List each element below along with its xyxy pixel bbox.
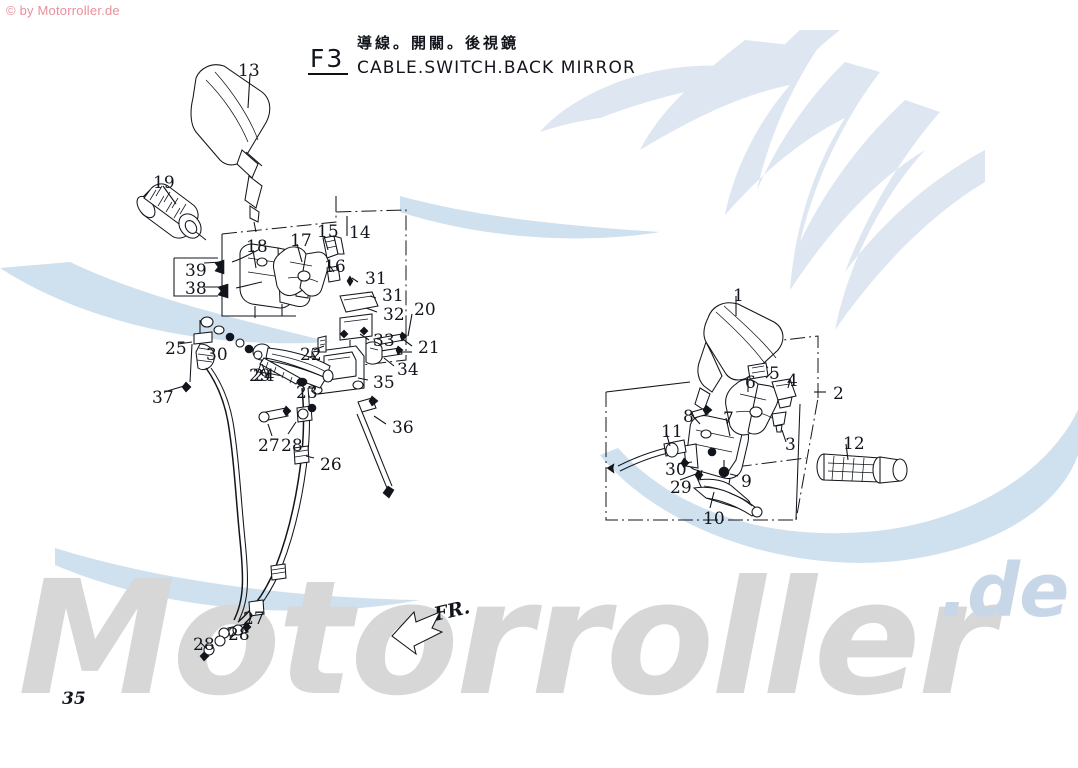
part-5-connector [747,362,769,380]
callout-number-7: 7 [723,409,734,429]
callout-number-5: 5 [769,364,780,384]
callout-number-6: 6 [745,373,756,393]
callout-number-27: 27 [243,609,265,629]
figure-title-english: CABLE.SWITCH.BACK MIRROR [357,58,636,78]
figure-code: F3 [308,45,349,76]
callout-number-35: 35 [373,373,395,393]
callout-number-9: 9 [741,472,752,492]
part-8-screw [691,404,713,425]
part-banjo-fittings-upper [258,403,317,423]
part-right-mirror [694,302,784,425]
callout-number-26: 26 [320,455,342,475]
callout-number-31: 31 [365,269,387,289]
callout-number-18: 18 [246,237,268,257]
part-16-clip [326,265,341,283]
part-9-screw [718,460,730,478]
callout-number-14: 14 [349,223,371,243]
callout-number-28: 28 [193,635,215,655]
callout-number-24: 24 [253,366,275,386]
part-brake-light-switch [356,395,395,499]
figure-title-chinese: 導線。開關。後視鏡 [357,34,520,52]
callout-number-27: 27 [258,436,280,456]
part-reservoir-assembly [339,275,379,352]
callout-number-34: 34 [397,360,419,380]
callout-number-11: 11 [661,422,683,442]
callout-number-29: 29 [670,478,692,498]
callout-number-30: 30 [206,345,228,365]
callout-number-22: 22 [300,345,322,365]
callout-number-16: 16 [324,257,346,277]
callout-number-37: 37 [152,388,174,408]
callout-number-23: 23 [296,383,318,403]
part-left-switch-lever [272,246,329,297]
callout-number-31: 31 [382,286,404,306]
callout-number-20: 20 [414,300,436,320]
callout-number-25: 25 [165,339,187,359]
callout-number-19: 19 [153,173,175,193]
part-left-grip [136,183,207,241]
part-6-switch-body [725,378,779,436]
part-right-brake-lever [692,478,763,518]
part-banjo-fittings-lower [199,621,252,662]
part-throttle-cable [181,320,249,621]
callout-number-3: 3 [785,435,796,455]
part-right-switch-housing [683,415,749,491]
callout-number-10: 10 [703,509,725,529]
callout-number-1: 1 [733,286,744,306]
leader-lines [162,73,849,649]
callout-number-13: 13 [238,61,260,81]
part-3-button [771,411,787,433]
callout-number-17: 17 [290,231,312,251]
copyright-notice: © by Motorroller.de [6,3,120,18]
front-direction-arrow [391,610,444,656]
part-4-switch-knob [771,378,797,409]
callout-number-28: 28 [228,625,250,645]
callout-number-28: 28 [281,436,303,456]
callout-number-33: 33 [373,331,395,351]
page-number: 35 [62,689,86,709]
left-switch-detail-box [173,249,263,299]
part-left-mirror [190,64,271,233]
part-brake-hose [237,387,313,626]
callout-number-32: 32 [383,305,405,325]
callout-number-12: 12 [843,434,865,454]
part-cable-hardware [200,316,308,387]
callout-number-8: 8 [683,407,694,427]
callout-number-29: 29 [249,366,271,386]
part-15-connector [322,235,345,259]
part-mounting-bolts [365,331,408,365]
callout-number-36: 36 [392,418,414,438]
callout-number-38: 38 [185,279,207,299]
part-right-grip [816,453,908,484]
callout-number-2: 2 [833,384,844,404]
callout-number-21: 21 [418,338,440,358]
callout-number-30: 30 [665,460,687,480]
callout-number-15: 15 [317,222,339,242]
callout-number-39: 39 [185,261,207,281]
callout-number-4: 4 [787,371,798,391]
